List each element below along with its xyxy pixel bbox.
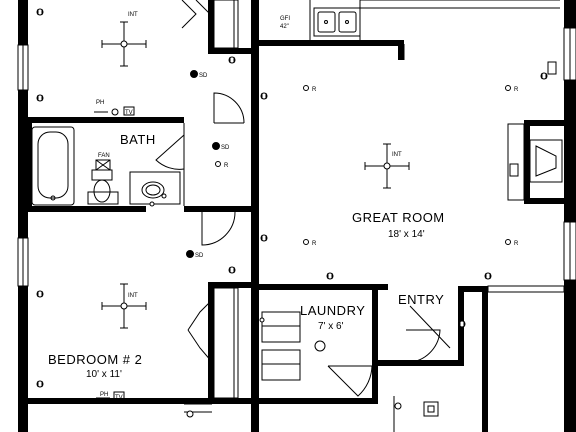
svg-text:R: R	[224, 163, 229, 169]
outlet-icons	[36, 8, 548, 418]
ceiling-fan-icon	[101, 21, 147, 67]
bedroom2-label: BEDROOM # 2	[48, 352, 142, 367]
svg-text:TV: TV	[125, 110, 133, 116]
smoke-detector-labels: SD SD SD	[195, 73, 230, 259]
svg-text:SD: SD	[221, 145, 230, 151]
svg-text:INT: INT	[128, 293, 138, 299]
thin-lines	[31, 0, 563, 432]
bath-fan-label: FAN	[98, 153, 110, 159]
phone-tv-symbols	[94, 61, 557, 401]
gfi-label: GFI	[280, 16, 290, 22]
svg-text:TV: TV	[115, 395, 123, 401]
svg-text:INT: INT	[392, 152, 402, 158]
great-room-dims: 18' x 14'	[388, 229, 425, 240]
ceiling-fan-icon	[364, 143, 410, 189]
gfi-height-label: 42"	[280, 24, 289, 30]
svg-text:R: R	[312, 241, 317, 247]
svg-text:R: R	[514, 87, 519, 93]
bath-fan-icon	[95, 159, 111, 171]
svg-text:SD: SD	[195, 253, 204, 259]
laundry-dims: 7' x 6'	[318, 321, 344, 332]
fan-int-labels: INT INT INT	[128, 12, 402, 299]
phone-tv-labels: PH TV PH TV	[96, 100, 133, 401]
ceiling-light-labels: R R R R R	[224, 87, 519, 247]
svg-text:INT: INT	[128, 12, 138, 18]
svg-text:R: R	[312, 87, 317, 93]
svg-text:R: R	[514, 241, 519, 247]
windows	[17, 27, 576, 293]
ceiling-fan-icon	[101, 283, 147, 329]
svg-text:PH: PH	[100, 392, 108, 398]
laundry-label: LAUNDRY	[300, 303, 365, 318]
svg-text:SD: SD	[199, 73, 208, 79]
bath-label: BATH	[120, 132, 156, 147]
ceiling-light-icons	[215, 85, 511, 245]
bedroom2-dims: 10' x 11'	[86, 369, 122, 380]
smoke-detector-icons	[186, 70, 220, 258]
entry-label: ENTRY	[398, 292, 444, 307]
svg-text:PH: PH	[96, 100, 104, 106]
great-room-label: GREAT ROOM	[352, 210, 445, 225]
walls	[18, 0, 576, 432]
